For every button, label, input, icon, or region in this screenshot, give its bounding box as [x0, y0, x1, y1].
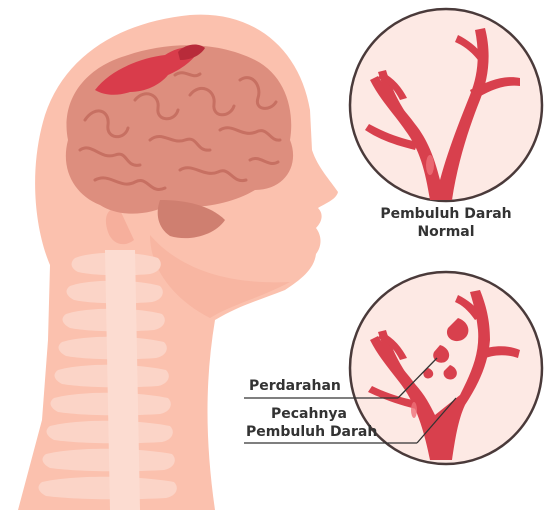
- ruptured-label-line1: Pecahnya: [271, 406, 347, 422]
- normal-vessel-label-line1: Pembuluh Darah: [380, 206, 511, 222]
- normal-vessel-label-line2: Normal: [417, 224, 474, 240]
- bleeding-label: Perdarahan: [249, 378, 341, 394]
- ruptured-vessel-circle: [350, 272, 542, 464]
- ruptured-label-line2: Pembuluh Darah: [246, 424, 377, 440]
- normal-vessel-circle: [350, 9, 542, 201]
